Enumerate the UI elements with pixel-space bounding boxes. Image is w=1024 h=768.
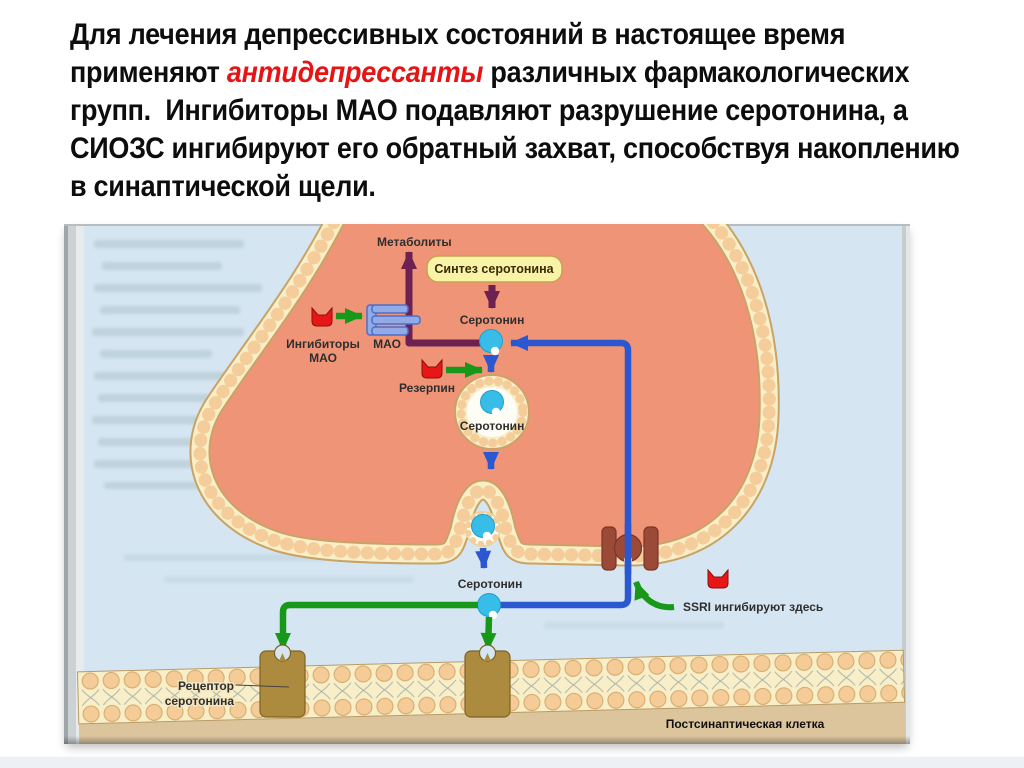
- heading-line-2: применяют антидепрессанты различных фарм…: [70, 54, 934, 92]
- release-pocket: [465, 511, 501, 547]
- slide-footer-strip: [0, 756, 1024, 768]
- synapse-diagram-panel: Метаболиты Синтез серотонина Серотонин М…: [64, 224, 910, 744]
- panel-left-gutter: [76, 224, 84, 744]
- metabolites-label: Метаболиты: [377, 235, 452, 249]
- heading-line-1: Для лечения депрессивных состояний в нас…: [70, 18, 846, 51]
- reserpine-label: Резерпин: [399, 381, 455, 395]
- receptor-label-line1: Рецептор: [178, 679, 234, 693]
- ghost-showthrough-text: [92, 240, 724, 629]
- synapse-diagram: Метаболиты Синтез серотонина Серотонин М…: [64, 224, 910, 744]
- serotonin-receptors: [259, 644, 511, 718]
- heading-accent-word: антидепрессанты: [226, 56, 484, 89]
- heading-line-5: в синаптической щели.: [70, 170, 376, 203]
- left-receptor-arrow: [275, 601, 478, 651]
- panel-left-edge-light: [68, 224, 76, 744]
- receptor-label-line2: серотонина: [165, 694, 235, 708]
- panel-bottom-edge: [64, 736, 910, 744]
- panel-right-gutter: [906, 224, 910, 744]
- serotonin-receptor-left: [259, 644, 306, 718]
- serotonin-vesicle-label: Серотонин: [460, 419, 525, 433]
- heading-line-2-post: различных фармакологических: [483, 56, 910, 89]
- metabolite-pathway: [401, 251, 500, 347]
- mao-inhibitors-label-line2: МАО: [309, 351, 337, 365]
- synaptic-vesicle: [454, 374, 530, 450]
- heading-line-3: групп. Ингибиторы МАО подавляют разрушен…: [70, 94, 908, 127]
- panel-right-edge: [902, 224, 906, 744]
- mao-enzyme-icon: [366, 304, 421, 336]
- postsynaptic-cell-label: Постсинаптическая клетка: [666, 717, 825, 731]
- reuptake-return-arrow: [500, 335, 632, 609]
- mao-label: МАО: [373, 337, 401, 351]
- serotonin-receptor-right: [464, 644, 511, 718]
- panel-left-edge: [64, 224, 68, 744]
- reuptake-pathway: [475, 335, 632, 609]
- ssri-inhibition-arrow: [633, 580, 675, 611]
- serotonin-cleft-label: Серотонин: [458, 577, 523, 591]
- metabolites-arrow: [401, 251, 484, 347]
- synthesis-box: [426, 255, 563, 283]
- slide-heading: Для лечения депрессивных состояний в нас…: [70, 16, 960, 206]
- release-to-cleft-arrow: [475, 547, 492, 569]
- ssri-note-label: SSRI ингибируют здесь: [683, 600, 823, 614]
- synthesis-box-label: Синтез серотонина: [434, 262, 554, 276]
- receptor-label-pointer: [235, 684, 290, 688]
- mao-inhibitors-label-line1: Ингибиторы: [286, 337, 360, 351]
- terminal-membrane-beads: [193, 224, 776, 563]
- heading-line-4: СИОЗС ингибируют его обратный захват, сп…: [70, 132, 960, 165]
- serotonin-top-label: Серотонин: [460, 313, 525, 327]
- heading-line-2-pre: применяют: [70, 56, 227, 89]
